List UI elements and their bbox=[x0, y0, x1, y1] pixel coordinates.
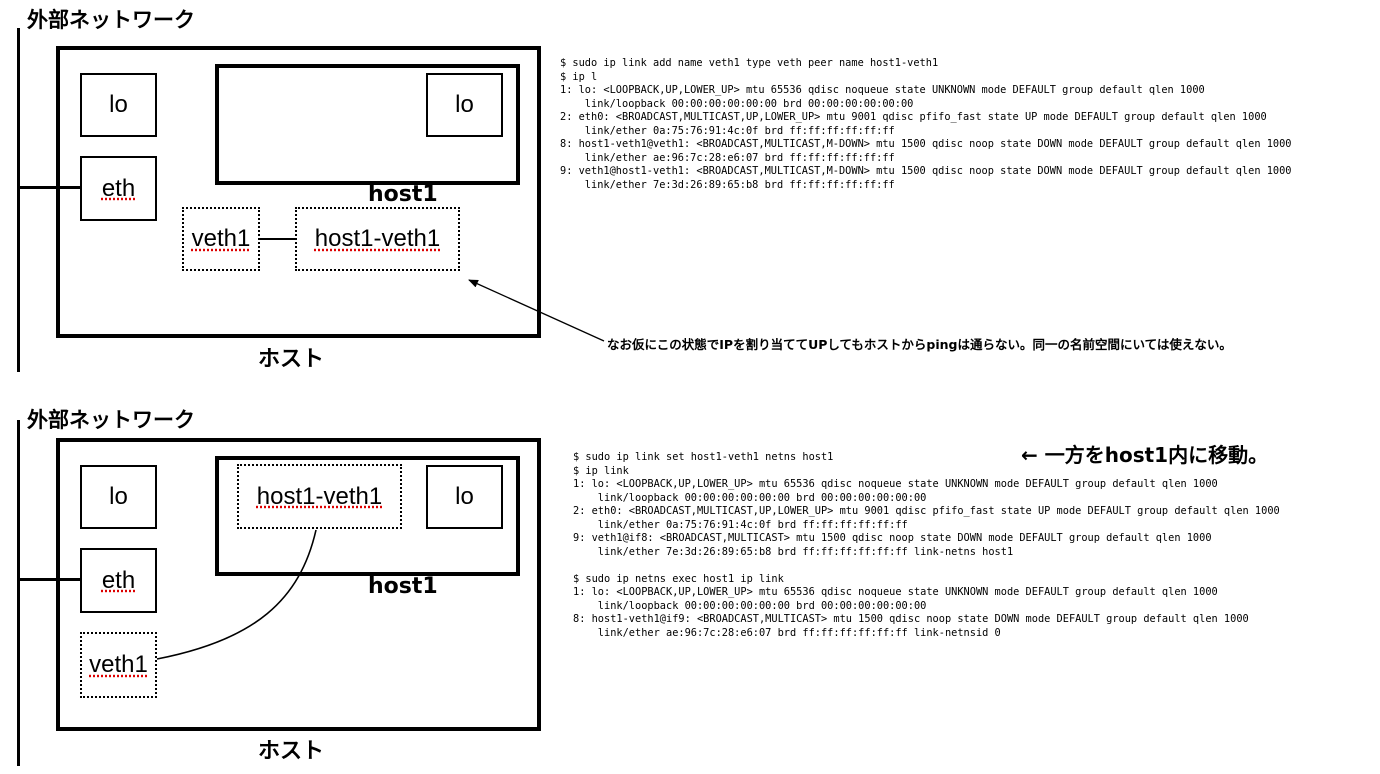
bottom-lo-box: lo bbox=[80, 465, 157, 529]
top-external-network-label: 外部ネットワーク bbox=[27, 8, 195, 32]
terminal-line: link/loopback 00:00:00:00:00:00 brd 00:0… bbox=[573, 599, 927, 612]
bottom-host1-veth1-label: host1-veth1 bbox=[256, 482, 383, 510]
terminal-line: $ sudo ip link add name veth1 type veth … bbox=[560, 57, 939, 69]
top-eth-link-line bbox=[17, 186, 81, 189]
top-annotation-note: なお仮にこの状態でIPを割り当ててUPしてもホストからpingは通らない。同一の… bbox=[607, 337, 1232, 352]
bottom-external-network-line bbox=[17, 420, 20, 766]
terminal-line: $ ip link bbox=[573, 464, 629, 477]
terminal-line: 8: host1-veth1@veth1: <BROADCAST,MULTICA… bbox=[560, 138, 1292, 150]
top-lo-label: lo bbox=[109, 91, 128, 118]
top-host-box bbox=[56, 46, 541, 338]
bottom-host-box bbox=[56, 438, 541, 731]
terminal-line: 1: lo: <LOOPBACK,UP,LOWER_UP> mtu 65536 … bbox=[573, 478, 1218, 490]
bottom-eth-link-line bbox=[17, 578, 81, 581]
bottom-external-network-label: 外部ネットワーク bbox=[27, 408, 195, 432]
terminal-line: 2: eth0: <BROADCAST,MULTICAST,UP,LOWER_U… bbox=[573, 505, 1280, 517]
terminal-line: 1: lo: <LOOPBACK,UP,LOWER_UP> mtu 65536 … bbox=[560, 84, 1205, 96]
top-terminal-output: $ sudo ip link add name veth1 type veth … bbox=[560, 57, 1292, 192]
terminal-line: link/ether 0a:75:76:91:4c:0f brd ff:ff:f… bbox=[560, 124, 895, 137]
bottom-veth1-box: veth1 bbox=[80, 632, 157, 698]
bottom-host1-veth1-box: host1-veth1 bbox=[237, 464, 402, 529]
top-veth1-label: veth1 bbox=[191, 225, 251, 252]
terminal-line: $ sudo ip link set host1-veth1 netns hos… bbox=[573, 451, 834, 463]
top-external-network-line bbox=[17, 28, 20, 372]
top-host1-label: host1 bbox=[368, 182, 438, 207]
top-ns-lo-box: lo bbox=[426, 73, 503, 137]
bottom-ns-lo-label: lo bbox=[455, 483, 474, 510]
terminal-line: link/loopback 00:00:00:00:00:00 brd 00:0… bbox=[560, 97, 914, 110]
bottom-host1-label: host1 bbox=[368, 574, 438, 599]
bottom-move-note: ← 一方をhost1内に移動。 bbox=[1021, 443, 1269, 467]
terminal-line: 1: lo: <LOOPBACK,UP,LOWER_UP> mtu 65536 … bbox=[573, 586, 1218, 598]
top-host-label: ホスト bbox=[258, 347, 325, 372]
top-eth-label: eth bbox=[101, 174, 136, 202]
terminal-line: link/ether 0a:75:76:91:4c:0f brd ff:ff:f… bbox=[573, 518, 908, 531]
top-host1-veth1-label: host1-veth1 bbox=[314, 225, 441, 252]
bottom-host-label: ホスト bbox=[258, 739, 325, 764]
top-eth-box: eth bbox=[80, 156, 157, 221]
bottom-ns-lo-box: lo bbox=[426, 465, 503, 529]
bottom-eth-label: eth bbox=[101, 566, 136, 594]
top-veth-pair-link bbox=[260, 238, 296, 240]
terminal-line: link/ether 7e:3d:26:89:65:b8 brd ff:ff:f… bbox=[573, 545, 1014, 558]
top-host1-namespace-box bbox=[215, 64, 520, 185]
top-host1-veth1-box: host1-veth1 bbox=[295, 207, 460, 271]
bottom-veth1-label: veth1 bbox=[89, 651, 148, 678]
terminal-line: $ ip l bbox=[560, 70, 598, 83]
terminal-line: 8: host1-veth1@if9: <BROADCAST,MULTICAST… bbox=[573, 613, 1249, 625]
terminal-line: $ sudo ip netns exec host1 ip link bbox=[573, 572, 784, 585]
bottom-host1-namespace-box bbox=[215, 456, 520, 576]
terminal-line: 2: eth0: <BROADCAST,MULTICAST,UP,LOWER_U… bbox=[560, 111, 1267, 123]
terminal-line: 9: veth1@host1-veth1: <BROADCAST,MULTICA… bbox=[560, 165, 1292, 177]
top-veth1-box: veth1 bbox=[182, 207, 260, 271]
top-ns-lo-label: lo bbox=[455, 91, 474, 118]
top-lo-box: lo bbox=[80, 73, 157, 137]
bottom-lo-label: lo bbox=[109, 483, 128, 510]
terminal-line: link/loopback 00:00:00:00:00:00 brd 00:0… bbox=[573, 491, 927, 504]
terminal-line: link/ether ae:96:7c:28:e6:07 brd ff:ff:f… bbox=[573, 626, 1001, 639]
terminal-line: 9: veth1@if8: <BROADCAST,MULTICAST> mtu … bbox=[573, 532, 1212, 544]
bottom-terminal-output: $ sudo ip link set host1-veth1 netns hos… bbox=[573, 451, 1280, 640]
bottom-eth-box: eth bbox=[80, 548, 157, 613]
terminal-line: link/ether ae:96:7c:28:e6:07 brd ff:ff:f… bbox=[560, 151, 895, 164]
terminal-line: link/ether 7e:3d:26:89:65:b8 brd ff:ff:f… bbox=[560, 178, 895, 191]
